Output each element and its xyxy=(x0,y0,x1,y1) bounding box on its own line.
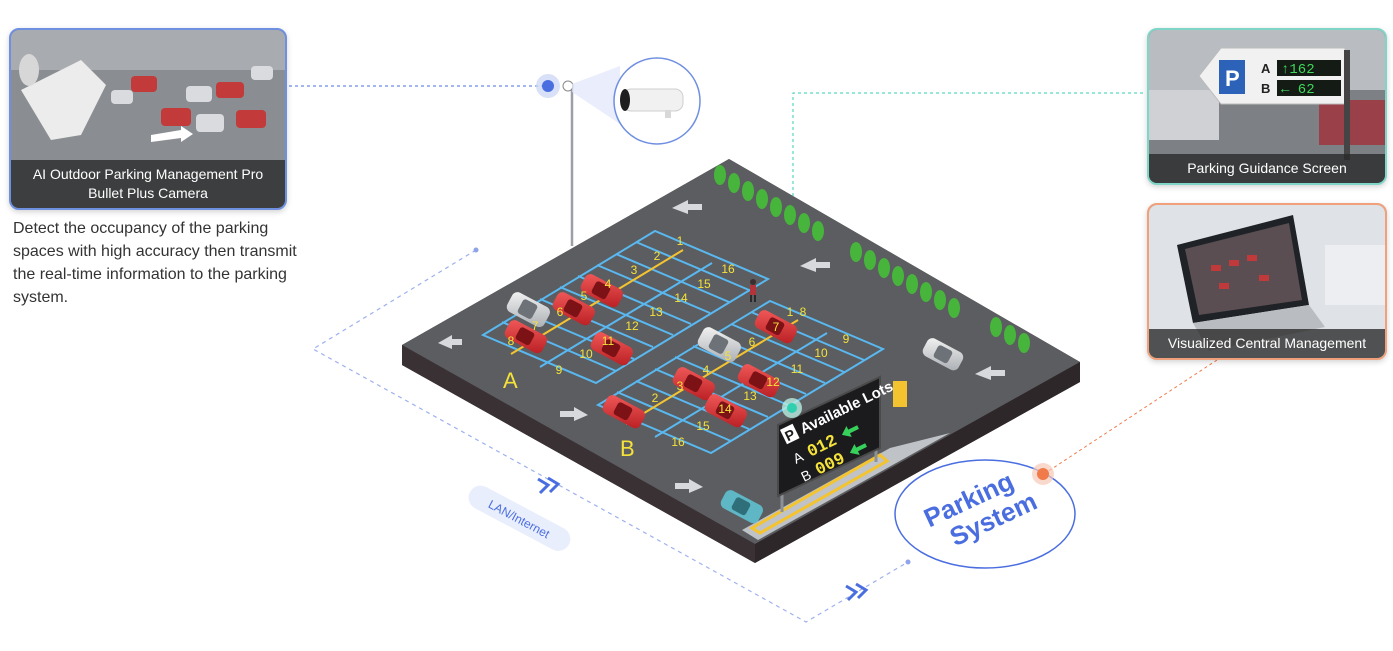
car xyxy=(704,394,747,428)
zone-a-slot-number: 9 xyxy=(556,363,563,377)
car xyxy=(506,292,550,328)
lan-path-line xyxy=(311,249,909,623)
zone-b-slot-number: 5 xyxy=(725,349,732,363)
lan-start-dot xyxy=(473,247,479,253)
car xyxy=(672,367,715,401)
zone-a-slot-number: 15 xyxy=(697,277,711,291)
guidance-screen-card[interactable]: P A B ↑162 ← 62 Parking Guidance Screen xyxy=(1147,28,1387,185)
zone-a-slot-number: 1 xyxy=(677,234,684,248)
zone-a-slot-number: 13 xyxy=(649,305,663,319)
zone-b-slot-number: 15 xyxy=(696,419,710,433)
car xyxy=(922,338,964,371)
zone-b-slot-number: 2 xyxy=(652,391,659,405)
zone-a-slot-number: 11 xyxy=(602,334,615,348)
zone-b-slot-number: 7 xyxy=(773,320,780,334)
guidance-row-a-label: A xyxy=(1261,61,1271,76)
central-card-title: Visualized Central Management xyxy=(1149,329,1385,358)
zone-a-slot-number: 5 xyxy=(581,289,588,303)
car xyxy=(697,327,741,363)
lan-badge: LAN/Internet xyxy=(468,485,571,551)
camera-card-title: AI Outdoor Parking Management Pro Bullet… xyxy=(11,160,285,208)
car xyxy=(504,320,547,354)
zone-a-slot-number: 12 xyxy=(625,319,639,333)
zone-b-slot-number: 8 xyxy=(800,305,807,319)
car xyxy=(590,332,633,366)
parking-ground xyxy=(402,159,1080,563)
system-dot xyxy=(1037,468,1049,480)
guidance-row-b-value: ← 62 xyxy=(1281,82,1315,98)
zone-b-slot-number: 16 xyxy=(671,435,685,449)
parking-system-node[interactable]: Parking System xyxy=(894,459,1076,569)
tree-row xyxy=(714,165,1030,353)
zone-b-slot-number: 11 xyxy=(791,362,804,376)
car xyxy=(754,310,797,344)
slot-numbers: 1234567891011121314151612345678910111213… xyxy=(508,234,850,449)
parked-cars xyxy=(504,274,964,524)
central-link-line xyxy=(1043,359,1218,475)
zone-a-slot-number: 16 xyxy=(721,262,735,276)
car xyxy=(737,364,780,398)
zone-a-slot-number: 10 xyxy=(579,347,593,361)
guidance-card-title: Parking Guidance Screen xyxy=(1149,154,1385,183)
zone-a-slot-number: 14 xyxy=(674,291,688,305)
camera-pole xyxy=(536,57,701,246)
zone-b-slot-number: 9 xyxy=(843,332,850,346)
zone-b-slot-number: 1 xyxy=(787,305,794,319)
guidance-row-a-value: ↑162 xyxy=(1281,62,1315,78)
arrow-left-icon xyxy=(849,443,867,455)
zone-a-label: A xyxy=(503,368,518,393)
road-arrow-icon xyxy=(438,200,1005,493)
zone-b-slot-number: 14 xyxy=(718,402,732,416)
central-management-card[interactable]: Visualized Central Management xyxy=(1147,203,1387,360)
bullet-camera-icon xyxy=(620,88,684,118)
pedestrian xyxy=(750,279,756,302)
zone-b-slot-number: 3 xyxy=(677,379,684,393)
zone-b-slot-number: 13 xyxy=(743,389,757,403)
car xyxy=(580,274,623,308)
zone-b-slot-number: 12 xyxy=(766,375,780,389)
zone-b-slot-number: 10 xyxy=(814,346,828,360)
zone-b-slot-number: 6 xyxy=(749,335,756,349)
guidance-p: P xyxy=(1225,66,1240,91)
zone-a-slot-number: 3 xyxy=(631,263,638,277)
zone-a-slot-number: 4 xyxy=(605,277,612,291)
lan-chevron-icon xyxy=(845,582,869,602)
zone-b-slot-number: 4 xyxy=(703,363,710,377)
camera-description: Detect the occupancy of the parking spac… xyxy=(13,220,297,306)
available-lots-board: P Available Lots A 012 B 009 xyxy=(777,375,896,512)
board-dot xyxy=(787,403,797,413)
zone-a-slot-number: 2 xyxy=(654,249,661,263)
lan-chevron-icon xyxy=(537,476,561,495)
zone-a-slot-number: 7 xyxy=(532,319,539,333)
car xyxy=(602,395,645,429)
lan-end-dot xyxy=(905,559,911,565)
camera-dot xyxy=(542,80,554,92)
guidance-row-b-label: B xyxy=(1261,81,1270,96)
zone-a-slot-number: 8 xyxy=(508,334,515,348)
zone-b-label: B xyxy=(620,436,635,461)
car xyxy=(552,292,595,326)
gate-machine xyxy=(893,381,907,407)
car xyxy=(720,490,763,524)
arrow-left-icon xyxy=(841,425,859,437)
camera-card[interactable]: AI Outdoor Parking Management Pro Bullet… xyxy=(9,28,287,210)
zone-a-slot-number: 6 xyxy=(557,305,564,319)
guidance-photo: P A B ↑162 ← 62 xyxy=(1149,30,1385,183)
